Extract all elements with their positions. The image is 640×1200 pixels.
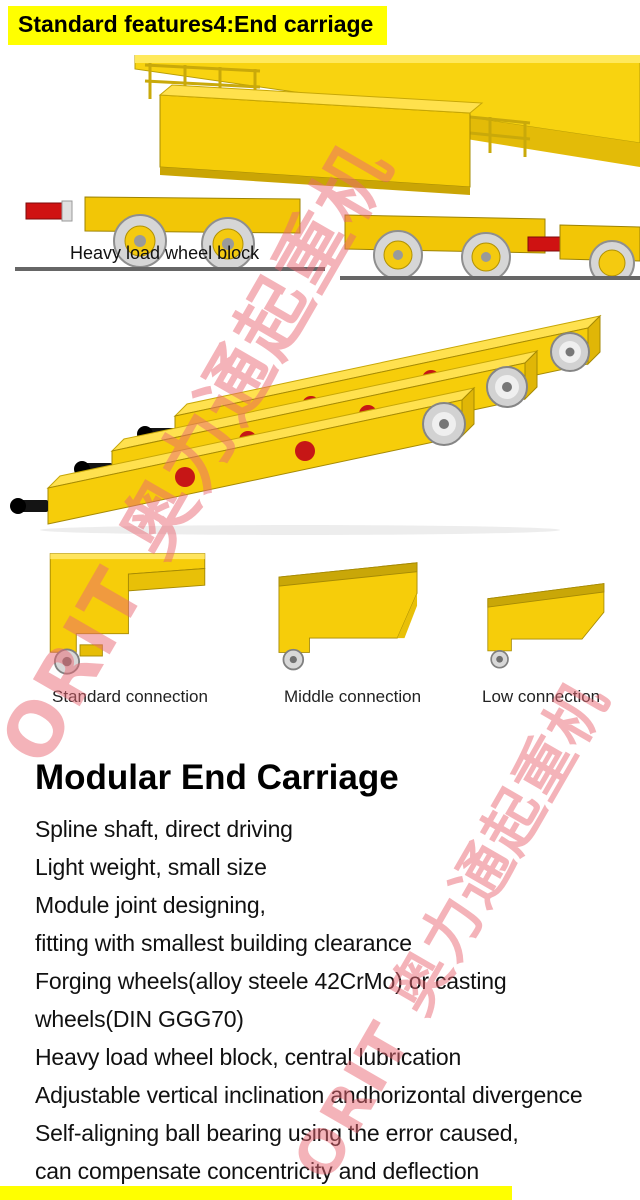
section-title: Standard features4:End carriage <box>18 11 374 37</box>
feature-line: Adjustable vertical inclination andhoriz… <box>35 1082 583 1108</box>
feature-line: Self-aligning ball bearing using the err… <box>35 1120 519 1146</box>
figure-beams <box>0 300 640 535</box>
wheel-block-center <box>344 214 546 280</box>
feature-line: wheels(DIN GGG70) <box>35 1006 244 1032</box>
feature-line: can compensate concentricity and deflect… <box>35 1158 479 1184</box>
wheel-block-right <box>340 224 640 280</box>
feature-line: Heavy load wheel block, central lubricat… <box>35 1044 462 1070</box>
page-heading: Modular End Carriage <box>35 758 399 797</box>
wheel-block-left <box>15 196 325 271</box>
standard-connection-illustration <box>49 553 206 675</box>
section-header-banner: Standard features4:End carriage <box>8 6 388 45</box>
feature-list: Spline shaft, direct driving Light weigh… <box>35 810 583 1190</box>
beams-illustration <box>10 314 602 535</box>
connection-caption-low: Low connection <box>482 687 601 706</box>
feature-line: Forging wheels(alloy steele 42CrMo) or c… <box>35 968 507 994</box>
figure-end-carriage <box>0 55 640 280</box>
feature-line: Module joint designing, <box>35 892 266 918</box>
feature-line: Spline shaft, direct driving <box>35 816 293 842</box>
wheel-block-caption: Heavy load wheel block <box>70 243 260 263</box>
next-section-banner-peek <box>0 1186 512 1200</box>
middle-connection-illustration <box>278 562 418 671</box>
carriage-body <box>158 84 484 195</box>
buffer-red-right <box>527 236 561 252</box>
figure-standard-connection <box>35 548 220 683</box>
figure-low-connection <box>460 560 625 682</box>
beam-front <box>10 386 476 525</box>
feature-line: fitting with smallest building clearance <box>35 930 412 956</box>
connection-caption-standard: Standard connection <box>52 687 208 706</box>
connection-caption-middle: Middle connection <box>284 687 422 706</box>
feature-line: Light weight, small size <box>35 854 267 880</box>
figure-middle-connection <box>253 552 443 682</box>
buffer-red-left <box>25 202 67 220</box>
low-connection-illustration <box>487 583 605 669</box>
crane-illustration <box>15 55 640 280</box>
